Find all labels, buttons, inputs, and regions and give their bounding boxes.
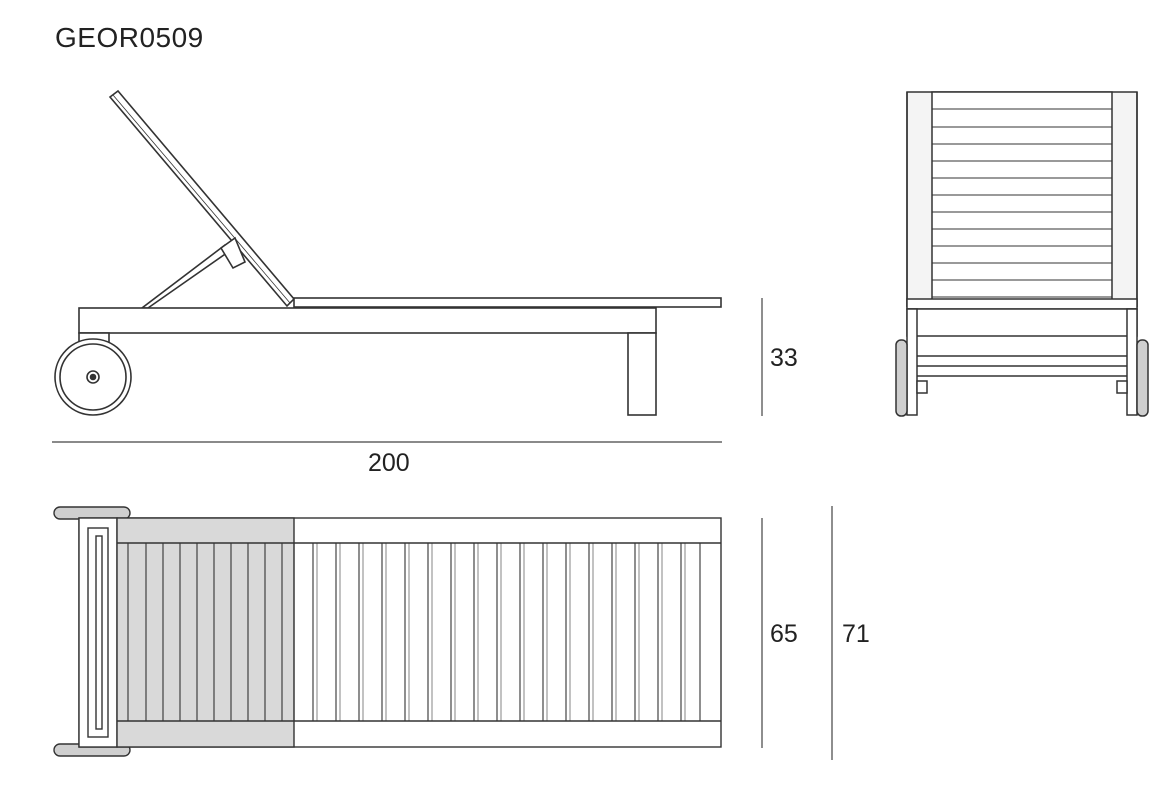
height-dimension-label: 33 [770, 344, 798, 372]
top-wheel-top [53, 506, 131, 520]
length-dimension-label: 200 [368, 449, 410, 477]
product-code: GEOR0509 [55, 22, 204, 53]
top-backrest-section [116, 517, 295, 748]
side-seat-surface [293, 297, 722, 308]
front-right-wheel [1116, 339, 1149, 417]
front-left-wheel [895, 339, 928, 417]
side-wheel [54, 338, 132, 416]
side-rear-leg [627, 332, 657, 416]
front-backrest-slats [932, 108, 1112, 298]
top-slats [127, 543, 701, 721]
overall-width-dimension-label: 71 [842, 620, 870, 648]
side-frame-rail [78, 307, 657, 334]
seat-width-dimension-label: 65 [770, 620, 798, 648]
